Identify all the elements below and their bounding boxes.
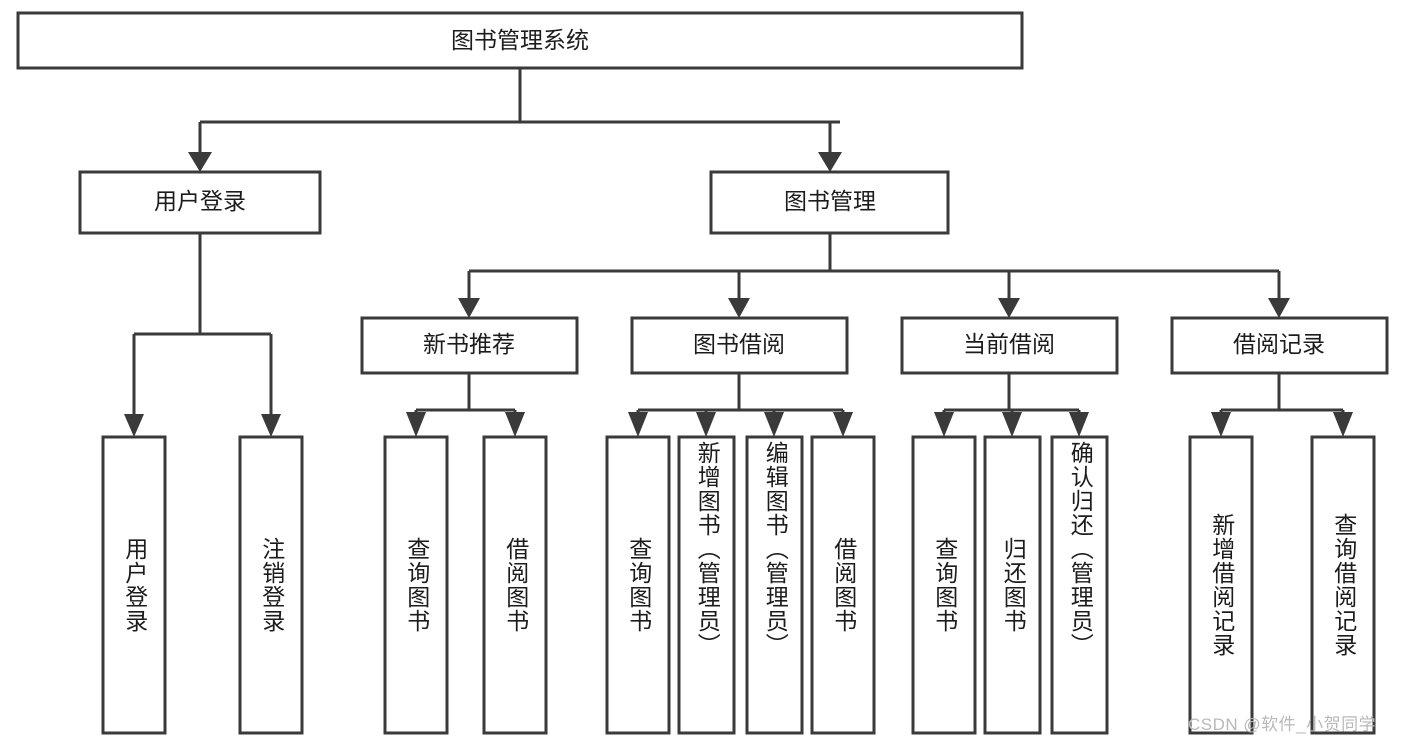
arrowhead-borrow-record bbox=[1268, 298, 1290, 318]
node-root[interactable]: 图书管理系统 bbox=[16, 11, 1024, 70]
node-new-book-rec-box[interactable] bbox=[360, 316, 579, 375]
node-leaf-logout-box[interactable] bbox=[238, 435, 304, 735]
node-root-box[interactable] bbox=[16, 11, 1024, 70]
node-user-login-label: 用户登录 bbox=[154, 188, 246, 214]
arrowhead-leaf-query-book-2 bbox=[628, 412, 648, 437]
node-leaf-user-login-box[interactable] bbox=[101, 435, 167, 735]
connector-group-root bbox=[188, 68, 842, 172]
node-current-borrow-box[interactable] bbox=[900, 316, 1119, 375]
node-leaf-return-book-box[interactable] bbox=[983, 435, 1042, 735]
connector-group-book-manage bbox=[458, 233, 1290, 318]
arrowhead-leaf-add-book bbox=[696, 412, 716, 437]
connector-group-book-borrow bbox=[628, 373, 853, 437]
connector-group-borrow-record bbox=[1211, 373, 1353, 437]
node-user-login-box[interactable] bbox=[78, 170, 322, 235]
node-leaf-add-record-box[interactable] bbox=[1188, 435, 1254, 735]
node-book-borrow[interactable]: 图书借阅 bbox=[630, 316, 849, 375]
node-book-borrow-box[interactable] bbox=[630, 316, 849, 375]
csdn-watermark: CSDN @软件_小贺同学 bbox=[1188, 715, 1377, 734]
node-borrow-record-box[interactable] bbox=[1170, 316, 1389, 375]
connector-group-user-login bbox=[124, 233, 281, 437]
arrowhead-leaf-user-login bbox=[124, 414, 144, 437]
node-leaf-borrow-book-2-box[interactable] bbox=[810, 435, 876, 735]
arrowhead-user-login bbox=[188, 152, 212, 172]
node-current-borrow-label: 当前借阅 bbox=[963, 331, 1055, 357]
node-borrow-record[interactable]: 借阅记录 bbox=[1170, 316, 1389, 375]
arrowhead-current-borrow bbox=[998, 298, 1020, 318]
node-borrow-record-label: 借阅记录 bbox=[1233, 331, 1325, 357]
node-leaf-add-book-box[interactable] bbox=[677, 435, 736, 735]
node-leaf-query-book-3-box[interactable] bbox=[911, 435, 977, 735]
node-new-book-rec-label: 新书推荐 bbox=[423, 331, 515, 357]
node-leaf-confirm-return-box[interactable] bbox=[1050, 435, 1109, 735]
node-book-borrow-label: 图书借阅 bbox=[693, 331, 785, 357]
node-leaf-query-book-2-box[interactable] bbox=[605, 435, 671, 735]
arrowhead-leaf-borrow-book-1 bbox=[505, 412, 525, 437]
arrowhead-leaf-confirm-return bbox=[1069, 412, 1089, 437]
node-book-manage-label: 图书管理 bbox=[784, 188, 876, 214]
node-user-login[interactable]: 用户登录 bbox=[78, 170, 322, 235]
node-leaf-query-record-box[interactable] bbox=[1310, 435, 1376, 735]
arrowhead-leaf-query-book-1 bbox=[406, 412, 426, 437]
node-leaf-edit-book-box[interactable] bbox=[745, 435, 804, 735]
arrowhead-leaf-add-record bbox=[1211, 412, 1231, 437]
connector-group-current-borrow bbox=[934, 373, 1089, 437]
node-leaf-query-book-1-box[interactable] bbox=[383, 435, 449, 735]
connector-group-new-book-rec bbox=[406, 373, 525, 437]
node-new-book-rec[interactable]: 新书推荐 bbox=[360, 316, 579, 375]
arrowhead-book-borrow bbox=[728, 298, 750, 318]
arrowhead-leaf-logout bbox=[261, 414, 281, 437]
arrowhead-book-manage bbox=[818, 152, 842, 172]
node-book-manage[interactable]: 图书管理 bbox=[709, 170, 950, 235]
node-book-manage-box[interactable] bbox=[709, 170, 950, 235]
arrowhead-leaf-edit-book bbox=[764, 412, 784, 437]
node-current-borrow[interactable]: 当前借阅 bbox=[900, 316, 1119, 375]
arrowhead-leaf-query-record bbox=[1333, 412, 1353, 437]
arrowhead-leaf-return-book bbox=[1002, 412, 1022, 437]
arrowhead-leaf-borrow-book-2 bbox=[833, 412, 853, 437]
node-leaf-borrow-book-1-box[interactable] bbox=[482, 435, 548, 735]
arrowhead-leaf-query-book-3 bbox=[934, 412, 954, 437]
arrowhead-new-book-rec bbox=[458, 298, 480, 318]
node-root-label: 图书管理系统 bbox=[451, 27, 589, 53]
